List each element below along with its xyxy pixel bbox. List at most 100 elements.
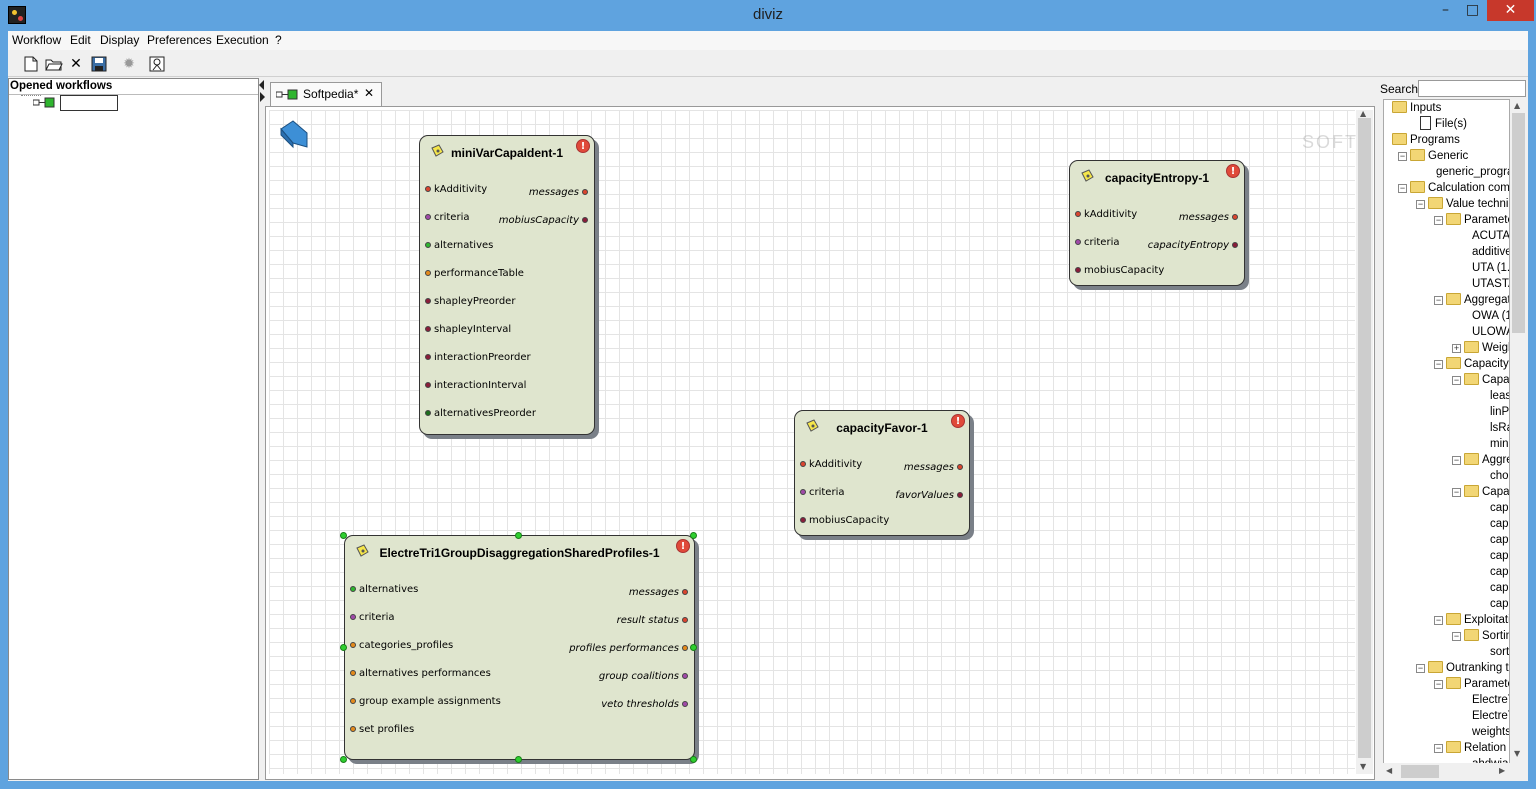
port-dot-icon[interactable] bbox=[1075, 239, 1081, 245]
new-file-icon[interactable] bbox=[22, 55, 40, 73]
scroll-down-icon[interactable]: ▼ bbox=[1514, 749, 1521, 758]
input-port[interactable]: performanceTable bbox=[425, 268, 524, 279]
warning-icon[interactable]: ! bbox=[951, 414, 965, 428]
port-dot-icon[interactable] bbox=[350, 698, 356, 704]
scroll-up-icon[interactable]: ▲ bbox=[1360, 109, 1367, 118]
port-dot-icon[interactable] bbox=[350, 586, 356, 592]
menu-execution[interactable]: Execution bbox=[216, 33, 269, 47]
input-port[interactable]: shapleyInterval bbox=[425, 324, 511, 335]
scroll-up-icon[interactable]: ▲ bbox=[1514, 101, 1521, 110]
output-port[interactable]: capacityEntropy bbox=[1148, 240, 1238, 251]
tree-node[interactable]: capac bbox=[1478, 516, 1509, 532]
input-file-icon[interactable] bbox=[279, 119, 309, 149]
input-port[interactable]: alternatives performances bbox=[350, 668, 491, 679]
collapse-icon[interactable]: − bbox=[1398, 151, 1407, 161]
tree-node[interactable]: choqu bbox=[1478, 468, 1509, 484]
resize-handle[interactable] bbox=[515, 756, 522, 763]
port-dot-icon[interactable] bbox=[682, 589, 688, 595]
search-input[interactable] bbox=[1418, 80, 1526, 97]
collapse-icon[interactable]: − bbox=[1416, 199, 1425, 209]
tree-horizontal-scrollbar[interactable]: ◀ ▶ bbox=[1383, 763, 1510, 780]
collapse-icon[interactable]: − bbox=[1416, 663, 1425, 673]
port-dot-icon[interactable] bbox=[582, 189, 588, 195]
port-dot-icon[interactable] bbox=[350, 642, 356, 648]
port-dot-icon[interactable] bbox=[682, 673, 688, 679]
expand-right-arrow-icon[interactable] bbox=[260, 92, 265, 102]
input-port[interactable]: set profiles bbox=[350, 724, 414, 735]
input-port[interactable]: categories_profiles bbox=[350, 640, 453, 651]
input-port[interactable]: criteria bbox=[350, 612, 394, 623]
tree-node[interactable]: additiveVa bbox=[1460, 244, 1509, 260]
tree-node[interactable]: Inputs bbox=[1388, 100, 1441, 116]
resize-handle[interactable] bbox=[690, 756, 697, 763]
tree-node[interactable]: −Value techniqu bbox=[1416, 196, 1509, 212]
diviz-app-icon[interactable] bbox=[8, 6, 26, 24]
output-port[interactable]: messages bbox=[529, 187, 588, 198]
collapse-icon[interactable]: − bbox=[1434, 679, 1443, 689]
input-port[interactable]: interactionInterval bbox=[425, 380, 526, 391]
output-port[interactable]: messages bbox=[629, 587, 688, 598]
port-dot-icon[interactable] bbox=[682, 645, 688, 651]
tab-softpedia[interactable]: Softpedia* ✕ bbox=[270, 82, 382, 106]
input-port[interactable]: kAdditivity bbox=[800, 459, 862, 470]
workflow-name-edit[interactable] bbox=[60, 95, 118, 111]
resize-handle[interactable] bbox=[515, 532, 522, 539]
tree-node[interactable]: −Capac bbox=[1452, 372, 1509, 388]
input-port[interactable]: mobiusCapacity bbox=[1075, 265, 1164, 276]
program-box-electretri[interactable]: ElectreTri1GroupDisaggregationSharedProf… bbox=[344, 535, 695, 760]
tree-node[interactable]: capac bbox=[1478, 532, 1509, 548]
collapse-icon[interactable]: − bbox=[1434, 295, 1443, 305]
output-port[interactable]: messages bbox=[904, 462, 963, 473]
tree-node[interactable]: weightsFr bbox=[1460, 724, 1509, 740]
input-port[interactable]: interactionPreorder bbox=[425, 352, 531, 363]
tree-node[interactable]: −Paramete bbox=[1434, 676, 1509, 692]
output-port[interactable]: group coalitions bbox=[599, 671, 688, 682]
tree-node[interactable]: sortAl bbox=[1478, 644, 1509, 660]
tree-node[interactable]: ACUTA (2 bbox=[1460, 228, 1509, 244]
port-dot-icon[interactable] bbox=[1075, 267, 1081, 273]
port-dot-icon[interactable] bbox=[350, 670, 356, 676]
warning-icon[interactable]: ! bbox=[576, 139, 590, 153]
input-port[interactable]: group example assignments bbox=[350, 696, 501, 707]
tree-node[interactable]: lsRank bbox=[1478, 420, 1509, 436]
scroll-right-icon[interactable]: ▶ bbox=[1499, 766, 1506, 775]
workflow-icon[interactable] bbox=[33, 97, 55, 108]
collapse-icon[interactable]: − bbox=[1434, 215, 1443, 225]
warning-icon[interactable]: ! bbox=[676, 539, 690, 553]
minimize-button[interactable]: – bbox=[1442, 2, 1449, 18]
tree-node[interactable]: −Capacity i bbox=[1434, 356, 1509, 372]
canvas-vertical-scrollbar[interactable]: ▲ ▼ bbox=[1356, 109, 1373, 774]
close-window-button[interactable]: ✕ bbox=[1487, 0, 1534, 21]
menu-help[interactable]: ? bbox=[275, 33, 282, 47]
menu-display[interactable]: Display bbox=[100, 33, 140, 47]
output-port[interactable]: mobiusCapacity bbox=[499, 215, 588, 226]
port-dot-icon[interactable] bbox=[1232, 214, 1238, 220]
port-dot-icon[interactable] bbox=[425, 298, 431, 304]
tree-node[interactable]: −Relation c bbox=[1434, 740, 1509, 756]
tree-node[interactable]: capac bbox=[1478, 548, 1509, 564]
tree-node[interactable]: ahdwia bbox=[1460, 756, 1508, 763]
close-x-icon[interactable]: ✕ bbox=[70, 56, 82, 72]
output-port[interactable]: veto thresholds bbox=[601, 699, 688, 710]
open-folder-icon[interactable] bbox=[45, 55, 63, 73]
tree-node[interactable]: OWA (1.0 bbox=[1460, 308, 1509, 324]
tree-node[interactable]: UTASTAR bbox=[1460, 276, 1509, 292]
scroll-thumb[interactable] bbox=[1401, 765, 1439, 778]
tree-node[interactable]: miniVa bbox=[1478, 436, 1509, 452]
input-port[interactable]: alternatives bbox=[350, 584, 418, 595]
port-dot-icon[interactable] bbox=[1075, 211, 1081, 217]
port-dot-icon[interactable] bbox=[350, 614, 356, 620]
resize-handle[interactable] bbox=[690, 644, 697, 651]
port-dot-icon[interactable] bbox=[682, 617, 688, 623]
port-dot-icon[interactable] bbox=[425, 410, 431, 416]
input-port[interactable]: alternatives bbox=[425, 240, 493, 251]
tree-node[interactable]: Programs bbox=[1388, 132, 1460, 148]
port-dot-icon[interactable] bbox=[800, 489, 806, 495]
tree-node[interactable]: ULOWA (1 bbox=[1460, 324, 1509, 340]
tree-node[interactable]: −Sortin bbox=[1452, 628, 1509, 644]
tree-node[interactable]: leastS bbox=[1478, 388, 1509, 404]
expand-icon[interactable]: + bbox=[1452, 343, 1461, 353]
